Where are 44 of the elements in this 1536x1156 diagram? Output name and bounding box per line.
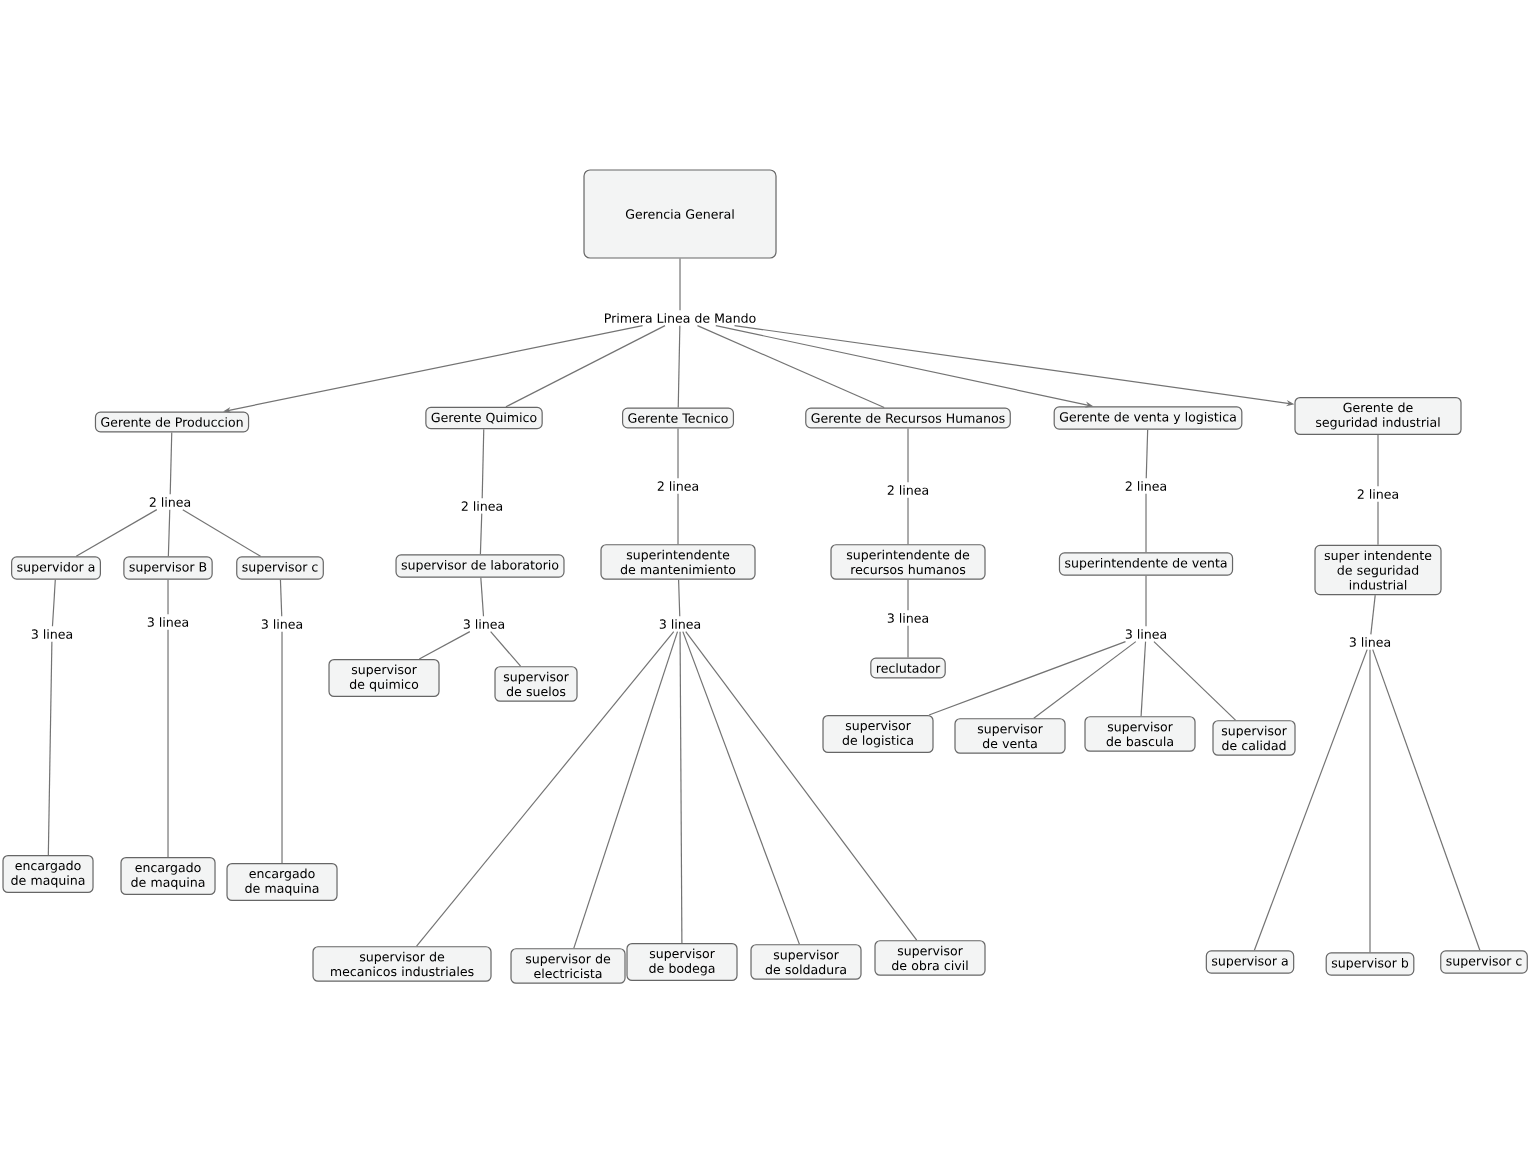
connector-line [677, 493, 679, 545]
connector-line [1377, 434, 1379, 487]
connector-line [479, 513, 483, 555]
connector-line [75, 509, 158, 557]
connector-line [481, 428, 485, 499]
connector-line [505, 325, 666, 408]
connector-line [1253, 649, 1368, 951]
connector-line [1370, 594, 1376, 635]
connector-line [281, 631, 283, 864]
connector-line [677, 325, 681, 409]
connector-line [685, 631, 918, 941]
connector-line [907, 625, 909, 659]
connector-line [1145, 575, 1147, 627]
connector-line [1372, 649, 1481, 951]
connector-line [182, 509, 262, 557]
connector-line [696, 325, 885, 409]
connector-line [677, 427, 679, 479]
connector-line [1033, 641, 1137, 719]
connector-line [418, 631, 471, 660]
connector-line [167, 629, 169, 858]
connector-line [416, 631, 675, 947]
connector-line [169, 431, 173, 495]
connector-line [51, 579, 56, 627]
connector-line [573, 631, 679, 949]
connector-line [1153, 641, 1237, 721]
connector-line [1140, 641, 1147, 717]
connector-line [682, 631, 800, 945]
connector-line [679, 631, 683, 944]
connector-line [907, 579, 909, 611]
connector-line [167, 579, 169, 615]
connector-line [679, 258, 681, 311]
connector-line [928, 641, 1127, 716]
connector-line [678, 579, 681, 617]
connector-line [480, 577, 485, 617]
connector-line [1145, 429, 1149, 479]
connector-line [1369, 649, 1371, 953]
connector-line [47, 641, 53, 856]
connector-line [167, 509, 171, 557]
connector-line [1145, 493, 1147, 553]
connector-line [1377, 501, 1379, 546]
connector-line [907, 497, 909, 545]
connector-line [907, 427, 909, 483]
connector-line [490, 631, 522, 667]
connector-line [279, 579, 283, 617]
